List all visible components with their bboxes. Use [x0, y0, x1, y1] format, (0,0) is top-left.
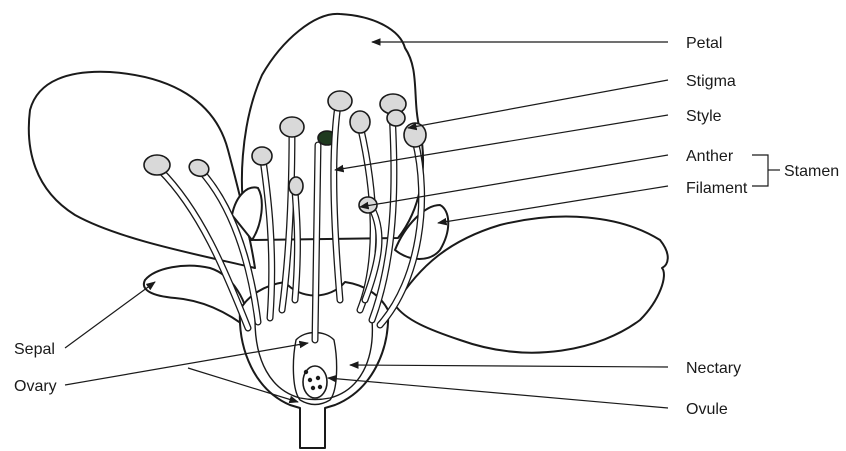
label-stigma: Stigma — [686, 73, 736, 90]
style — [315, 145, 318, 340]
label-sepal: Sepal — [14, 341, 55, 358]
label-stamen: Stamen — [784, 163, 839, 180]
label-filament: Filament — [686, 180, 748, 197]
label-style: Style — [686, 108, 722, 125]
label-ovule: Ovule — [686, 401, 728, 418]
ovules — [303, 366, 327, 398]
label-anther: Anther — [686, 148, 734, 165]
left-petal — [29, 72, 255, 268]
label-ovary: Ovary — [14, 378, 57, 395]
label-petal: Petal — [686, 35, 722, 52]
label-nectary: Nectary — [686, 360, 741, 377]
